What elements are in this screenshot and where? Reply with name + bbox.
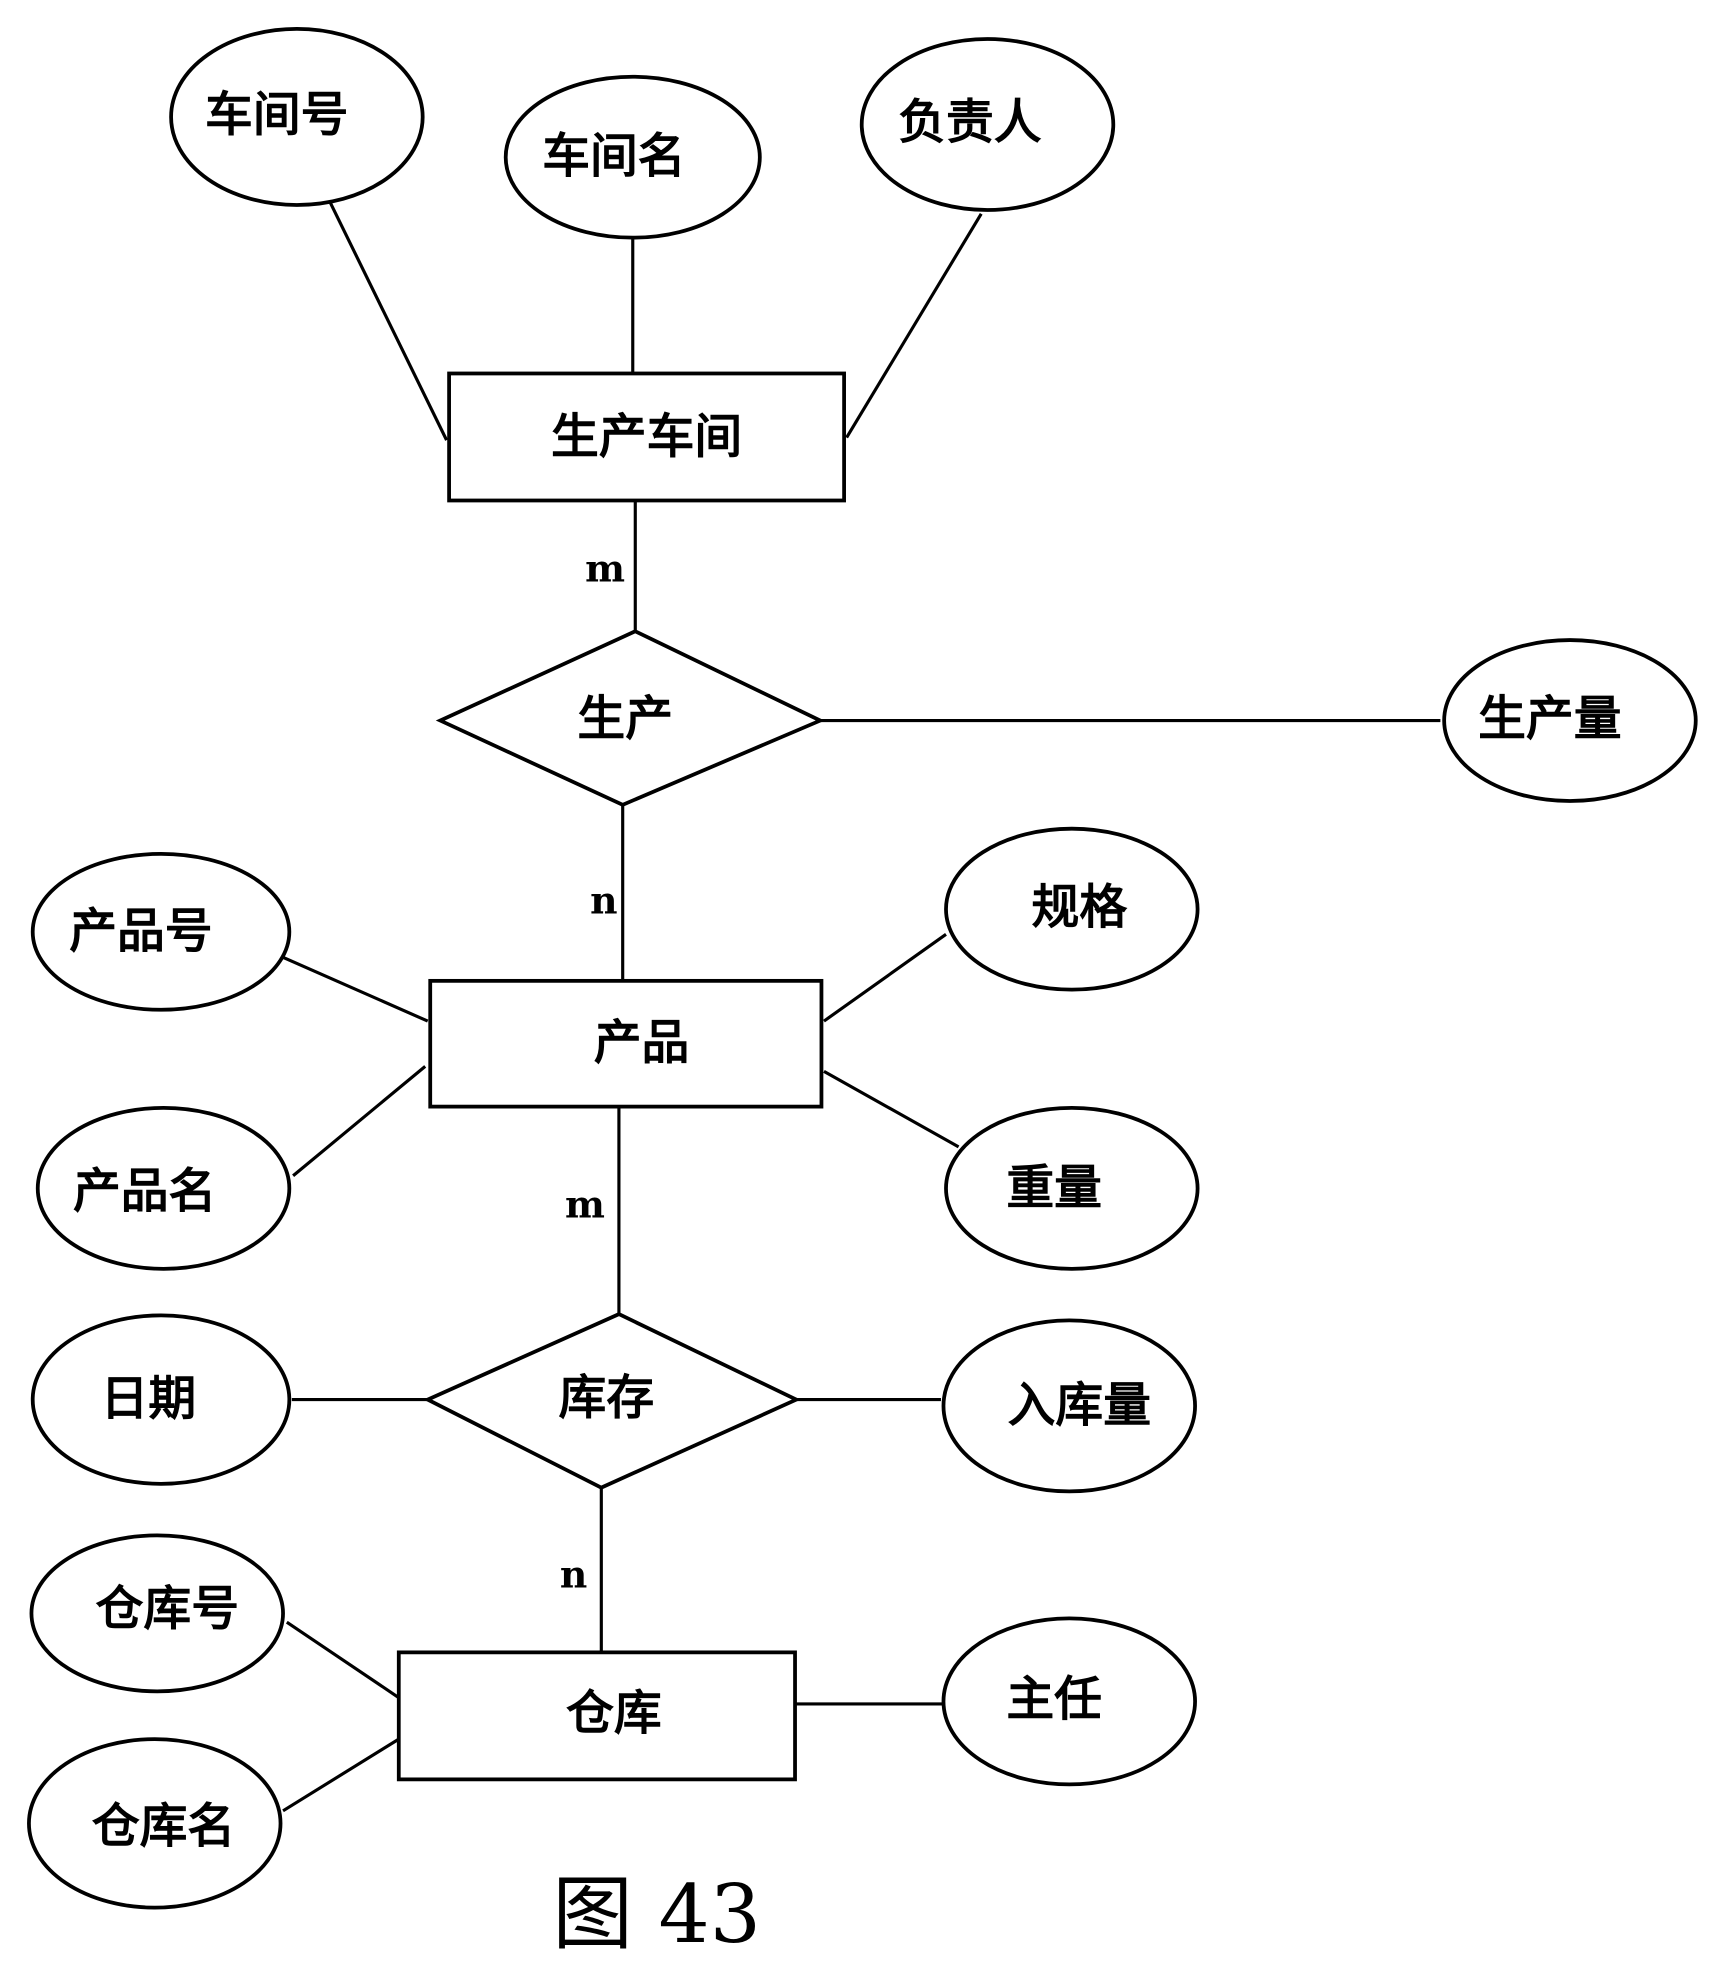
attribute-label: 产品号: [69, 904, 212, 959]
attribute-label: 入库量: [1008, 1378, 1151, 1433]
attribute-manager: 负责人: [859, 37, 1116, 212]
edge-warehouse-name: [282, 1737, 400, 1813]
cardinality-label: n: [590, 878, 617, 922]
edge-weight: [823, 1070, 960, 1149]
attribute-workshop-name: 车间名: [503, 74, 762, 240]
edges: [278, 200, 1441, 1813]
edge-warehouse-no: [285, 1620, 400, 1699]
attribute-product-no: 产品号: [30, 851, 292, 1012]
relationship-label: 生产: [577, 692, 673, 747]
edge-workshop-no: [328, 200, 448, 441]
attribute-label: 重量: [1006, 1161, 1102, 1216]
attribute-label: 负责人: [898, 96, 1042, 151]
attribute-label: 车间号: [205, 88, 348, 143]
attribute-spec: 规格: [944, 826, 1200, 992]
edge-manager: [845, 212, 983, 439]
attribute-label: 车间名: [542, 130, 685, 185]
attribute-output: 生产量: [1442, 638, 1698, 803]
cardinality-label: n: [560, 1552, 587, 1596]
relationship-stock: 库存: [423, 1312, 801, 1490]
entity-product: 产品: [428, 978, 824, 1109]
entity-label: 产品: [594, 1016, 690, 1071]
cardinality-label: m: [565, 1183, 605, 1227]
attribute-label: 仓库名: [92, 1800, 235, 1855]
attribute-workshop-no: 车间号: [169, 27, 425, 207]
relationship-label: 库存: [559, 1371, 655, 1426]
attribute-label: 产品名: [73, 1165, 216, 1220]
entity-label: 生产车间: [551, 410, 742, 465]
attribute-label: 主任: [1006, 1673, 1102, 1728]
attribute-label: 生产量: [1478, 692, 1621, 747]
figure-caption: 图 43: [552, 1867, 761, 1961]
attribute-label: 仓库号: [96, 1582, 239, 1637]
attribute-weight: 重量: [944, 1105, 1200, 1271]
entity-workshop: 生产车间: [447, 371, 846, 503]
attribute-label: 规格: [1032, 880, 1129, 935]
relationship-produce: 生产: [435, 629, 825, 807]
edge-spec: [823, 933, 947, 1023]
edge-product-no: [278, 954, 429, 1023]
entity-warehouse: 仓库: [396, 1650, 797, 1782]
edge-product-name: [292, 1065, 427, 1177]
attribute-in-qty: 入库量: [941, 1318, 1197, 1494]
entity-label: 仓库: [566, 1686, 662, 1741]
cardinality-label: m: [585, 546, 625, 590]
attribute-date: 日期: [30, 1313, 292, 1486]
attribute-director: 主任: [941, 1616, 1197, 1787]
attribute-label: 日期: [101, 1372, 197, 1427]
attribute-warehouse-name: 仓库名: [27, 1737, 283, 1910]
attribute-warehouse-no: 仓库号: [29, 1533, 285, 1694]
attribute-product-name: 产品名: [35, 1105, 292, 1271]
